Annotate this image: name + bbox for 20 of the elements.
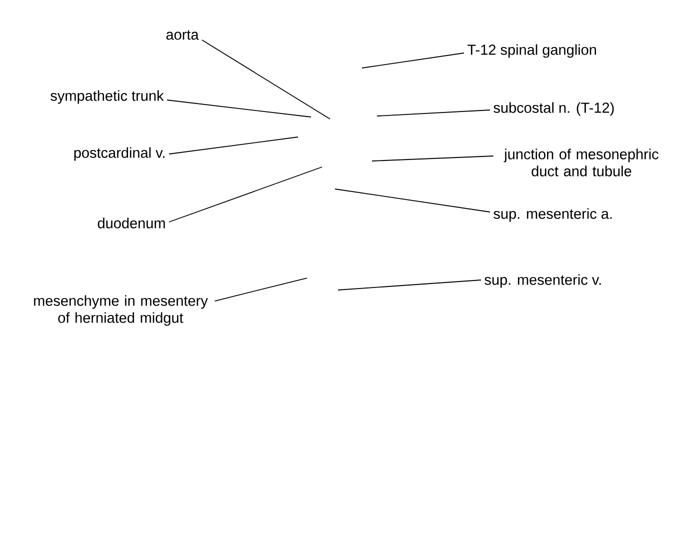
label-text: postcardinal v. xyxy=(74,147,164,161)
label-text: sympathetic trunk xyxy=(50,90,164,104)
leader-line xyxy=(202,40,330,120)
leader-line xyxy=(338,280,482,290)
leader-line xyxy=(362,52,464,68)
label-text: T-12 spinal ganglion xyxy=(468,44,596,58)
label-text: duodenum xyxy=(98,218,165,228)
leader-line xyxy=(376,110,490,116)
label-text: mesenchyme in mesentery of herniated midgut xyxy=(34,295,208,326)
label-text: aorta xyxy=(166,30,199,40)
label-text: subcostal n. (T-12) xyxy=(494,102,614,116)
leader-line xyxy=(334,188,490,212)
leader-line xyxy=(372,156,494,162)
label-text: sup. mesenteric a. xyxy=(494,208,612,222)
leader-line xyxy=(166,100,312,118)
label-text: sup. mesenteric v. xyxy=(484,274,601,288)
leader-line xyxy=(214,278,308,302)
label-text: junction of mesonephric duct and tubule xyxy=(504,148,658,176)
leader-line xyxy=(168,136,298,154)
leader-line xyxy=(168,166,322,222)
